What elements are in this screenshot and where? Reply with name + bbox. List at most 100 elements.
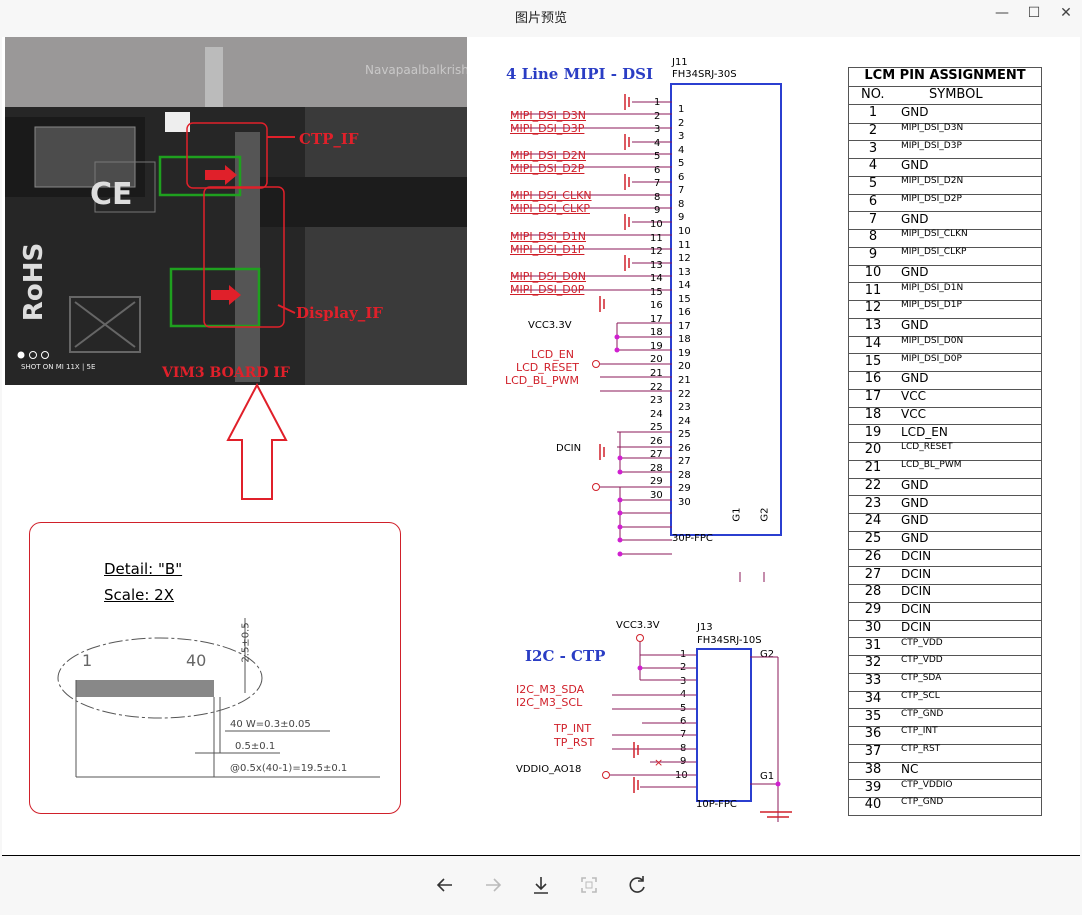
vddio-label: VDDIO_AO18 <box>516 764 582 775</box>
detail-dim-height: 2.5±0.5 <box>240 622 252 663</box>
prev-button[interactable] <box>432 872 458 898</box>
j11-pin-number: 21 <box>650 368 663 379</box>
j11-pin-number-inner: 20 <box>678 361 691 373</box>
lcm-row-no: 11 <box>864 282 882 298</box>
lcm-row-symbol: LCD_EN <box>901 424 948 439</box>
lcm-row-symbol: MIPI_DSI_CLKP <box>901 247 967 257</box>
j11-signal-label: MIPI_DSI_D2N <box>510 149 587 162</box>
detail-dim-gap: 0.5±0.1 <box>235 741 276 752</box>
lcm-row-symbol: MIPI_DSI_D0N <box>901 335 964 346</box>
lcm-row-no: 32 <box>864 655 882 671</box>
display-if-label: Display_IF <box>296 304 383 322</box>
j11-pin-number: 26 <box>650 435 663 447</box>
fit-screen-button[interactable] <box>576 872 602 898</box>
j13-pin-number: 5 <box>680 702 687 714</box>
lcm-row-symbol: GND <box>901 477 929 492</box>
j11-pin-number: 29 <box>650 476 663 488</box>
j11-pin-number: 1 <box>654 97 661 108</box>
j11-pin-number: 15 <box>650 286 663 298</box>
lcm-row-no: 1 <box>868 105 878 120</box>
j11-pin-number-inner: 16 <box>678 307 691 319</box>
lcm-title: LCM PIN ASSIGNMENT <box>849 68 1041 87</box>
image-canvas[interactable]: Navapaalbalkrishna CTP_IF Display_IF VIM… <box>2 37 1080 856</box>
lcm-row-symbol: MIPI_DSI_D3N <box>901 122 964 133</box>
lcm-row-no: 5 <box>868 176 878 191</box>
lcm-row-no: 13 <box>864 318 882 333</box>
j11-pin-number-inner: 2 <box>678 117 685 129</box>
j11-pin-number-inner: 17 <box>678 320 691 332</box>
ce-mark: CE <box>90 177 133 212</box>
lcm-header-row: NO. SYMBOL <box>849 87 1041 105</box>
lcm-row-no: 9 <box>868 247 878 262</box>
window-title: 图片预览 <box>514 11 567 26</box>
lcm-row-symbol: MIPI_DSI_D1N <box>901 282 964 293</box>
detail-drawing <box>57 618 380 778</box>
board-photo: Navapaalbalkrishna CTP_IF Display_IF VIM… <box>5 37 467 385</box>
lcm-row: 19 LCD_EN <box>849 425 1041 444</box>
lcm-row-no: 21 <box>864 460 882 475</box>
close-button[interactable]: ✕ <box>1060 5 1072 21</box>
j11-pin-number: 8 <box>654 191 661 203</box>
j11-pin-number-inner: 22 <box>678 388 691 400</box>
j13-g2: G2 <box>760 649 775 660</box>
board-if-label: VIM3 BOARD IF <box>162 365 290 381</box>
lcm-row-no: 16 <box>864 371 882 387</box>
j11-pin-number: 25 <box>650 422 663 434</box>
bottom-toolbar <box>0 856 1082 915</box>
j13-footprint: 10P-FPC <box>696 799 737 810</box>
j11-pin-number: 30 <box>650 489 663 501</box>
lcm-row: 11 MIPI_DSI_D1N <box>849 283 1041 302</box>
lcm-row-symbol: LCD_RESET <box>901 442 953 453</box>
lcm-row-no: 19 <box>864 424 882 440</box>
rotate-button[interactable] <box>624 872 650 898</box>
lcm-row-symbol: CTP_GND <box>901 797 944 808</box>
lcm-row-symbol: CTP_RST <box>901 744 941 754</box>
lcm-row-no: 28 <box>864 584 882 600</box>
lcm-row-no: 30 <box>864 619 882 635</box>
j11-ref: J11 <box>672 57 688 68</box>
board-photo-art <box>5 37 467 385</box>
svg-text:×: × <box>654 756 663 769</box>
j11-pin-number-inner: 6 <box>678 171 685 183</box>
j11-pin-number-inner: 15 <box>678 293 691 305</box>
j11-pin-number-inner: 3 <box>678 131 685 143</box>
lcd-reset-label: LCD_RESET <box>516 361 580 374</box>
lcm-row-no: 34 <box>864 690 882 706</box>
lcm-row-no: 17 <box>864 389 882 404</box>
j13-ref: J13 <box>697 622 713 633</box>
detail-title: Detail: "B" <box>104 560 183 578</box>
lcm-row-no: 26 <box>864 548 882 564</box>
j11-signal-label: MIPI_DSI_D3P <box>510 122 585 135</box>
j11-pin-number-inner: 14 <box>678 280 691 292</box>
lcm-row-symbol: CTP_VDDIO <box>901 779 953 790</box>
lcm-row-symbol: CTP_INT <box>901 726 938 737</box>
next-button[interactable] <box>480 872 506 898</box>
lcm-row-symbol: CTP_SCL <box>901 690 940 701</box>
maximize-button[interactable]: ☐ <box>1027 5 1041 21</box>
lcd-bl-pwm-label: LCD_BL_PWM <box>505 374 579 387</box>
j11-pin-number-inner: 29 <box>678 483 691 495</box>
ctp-if-label: CTP_IF <box>299 130 359 148</box>
j11-pin-number-inner: 25 <box>678 429 691 441</box>
j11-pin-number-inner: 13 <box>678 266 691 278</box>
minimize-button[interactable]: — <box>995 5 1009 21</box>
download-button[interactable] <box>528 872 554 898</box>
lcm-row-symbol: MIPI_DSI_D0P <box>901 353 962 364</box>
j11-pin-number: 16 <box>650 300 663 312</box>
